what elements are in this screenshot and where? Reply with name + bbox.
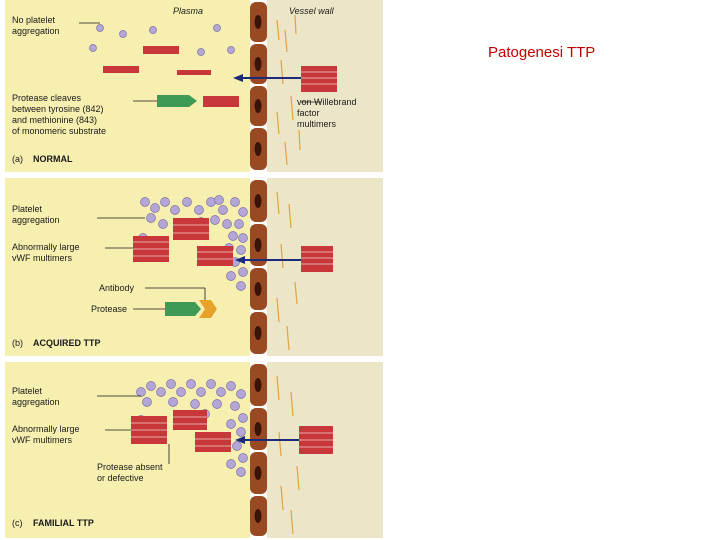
panel-a-caption: NORMAL <box>33 154 73 164</box>
abnormal-multimers <box>133 218 333 272</box>
protease-label-1: Protease cleaves <box>12 93 82 103</box>
protease-label-3: and methionine (843) <box>12 115 97 125</box>
large-label-1: Abnormally large <box>12 424 80 434</box>
panel-acquired: Platelet aggregation Abnormally large vW… <box>5 178 383 356</box>
release-arrow <box>235 256 301 264</box>
platelet-aggregate <box>138 195 248 291</box>
vwf-label-1: von Willebrand <box>297 97 357 107</box>
endothelial-cells <box>250 364 267 536</box>
no-platelet-label-2: aggregation <box>12 26 60 36</box>
panel-b-caption: ACQUIRED TTP <box>33 338 101 348</box>
panel-c-letter: (c) <box>12 518 23 528</box>
panel-acquired-svg: Platelet aggregation Abnormally large vW… <box>5 178 383 356</box>
vessel-wall-label: Vessel wall <box>289 6 335 16</box>
platelet-label-1: Platelet <box>12 204 43 214</box>
platelet-label-1: Platelet <box>12 386 43 396</box>
collagen-fibers <box>276 375 300 535</box>
free-platelets <box>89 24 235 56</box>
plasma-area <box>5 0 250 172</box>
slide-title: Patogenesi TTP <box>488 44 596 61</box>
vwf-label-3: multimers <box>297 119 337 129</box>
leader-lines <box>97 395 170 464</box>
platelet-label-2: aggregation <box>12 397 60 407</box>
antibody-shape <box>199 300 217 318</box>
collagen-fibers <box>276 14 301 166</box>
vwf-multimer-large <box>301 66 337 92</box>
protease-label: Protease <box>91 304 127 314</box>
leader-lines <box>97 217 206 310</box>
protease-label-2: between tyrosine (842) <box>12 104 104 114</box>
large-label-1: Abnormally large <box>12 242 80 252</box>
panel-a-letter: (a) <box>12 154 23 164</box>
endothelial-cells <box>250 180 267 354</box>
release-arrow <box>233 74 301 82</box>
ttp-pathogenesis-figure: Plasma Vessel wall <box>5 0 383 538</box>
panel-familial-svg: Platelet aggregation Abnormally large vW… <box>5 362 383 538</box>
platelet-label-2: aggregation <box>12 215 60 225</box>
collagen-fibers <box>276 191 298 351</box>
absent-label-1: Protease absent <box>97 462 163 472</box>
antibody-label: Antibody <box>99 283 135 293</box>
small-multimers <box>103 46 239 107</box>
plasma-area <box>5 178 250 356</box>
protease-enzyme <box>157 95 197 107</box>
panel-familial: Platelet aggregation Abnormally large vW… <box>5 362 383 538</box>
panel-b-letter: (b) <box>12 338 23 348</box>
abnormal-multimers <box>131 410 333 454</box>
release-arrow <box>235 436 299 444</box>
leader-lines <box>79 22 321 103</box>
panel-c-caption: FAMILIAL TTP <box>33 518 94 528</box>
panel-normal: Plasma Vessel wall <box>5 0 383 172</box>
large-label-2: vWF multimers <box>12 253 72 263</box>
no-platelet-label-1: No platelet <box>12 15 56 25</box>
vwf-label-2: factor <box>297 108 320 118</box>
endothelial-cells <box>250 2 267 170</box>
protease-label-4: of monomeric substrate <box>12 126 106 136</box>
panel-normal-svg: Plasma Vessel wall <box>5 0 383 172</box>
protease-enzyme <box>165 302 201 316</box>
absent-label-2: or defective <box>97 473 144 483</box>
plasma-label: Plasma <box>173 6 203 16</box>
large-label-2: vWF multimers <box>12 435 72 445</box>
